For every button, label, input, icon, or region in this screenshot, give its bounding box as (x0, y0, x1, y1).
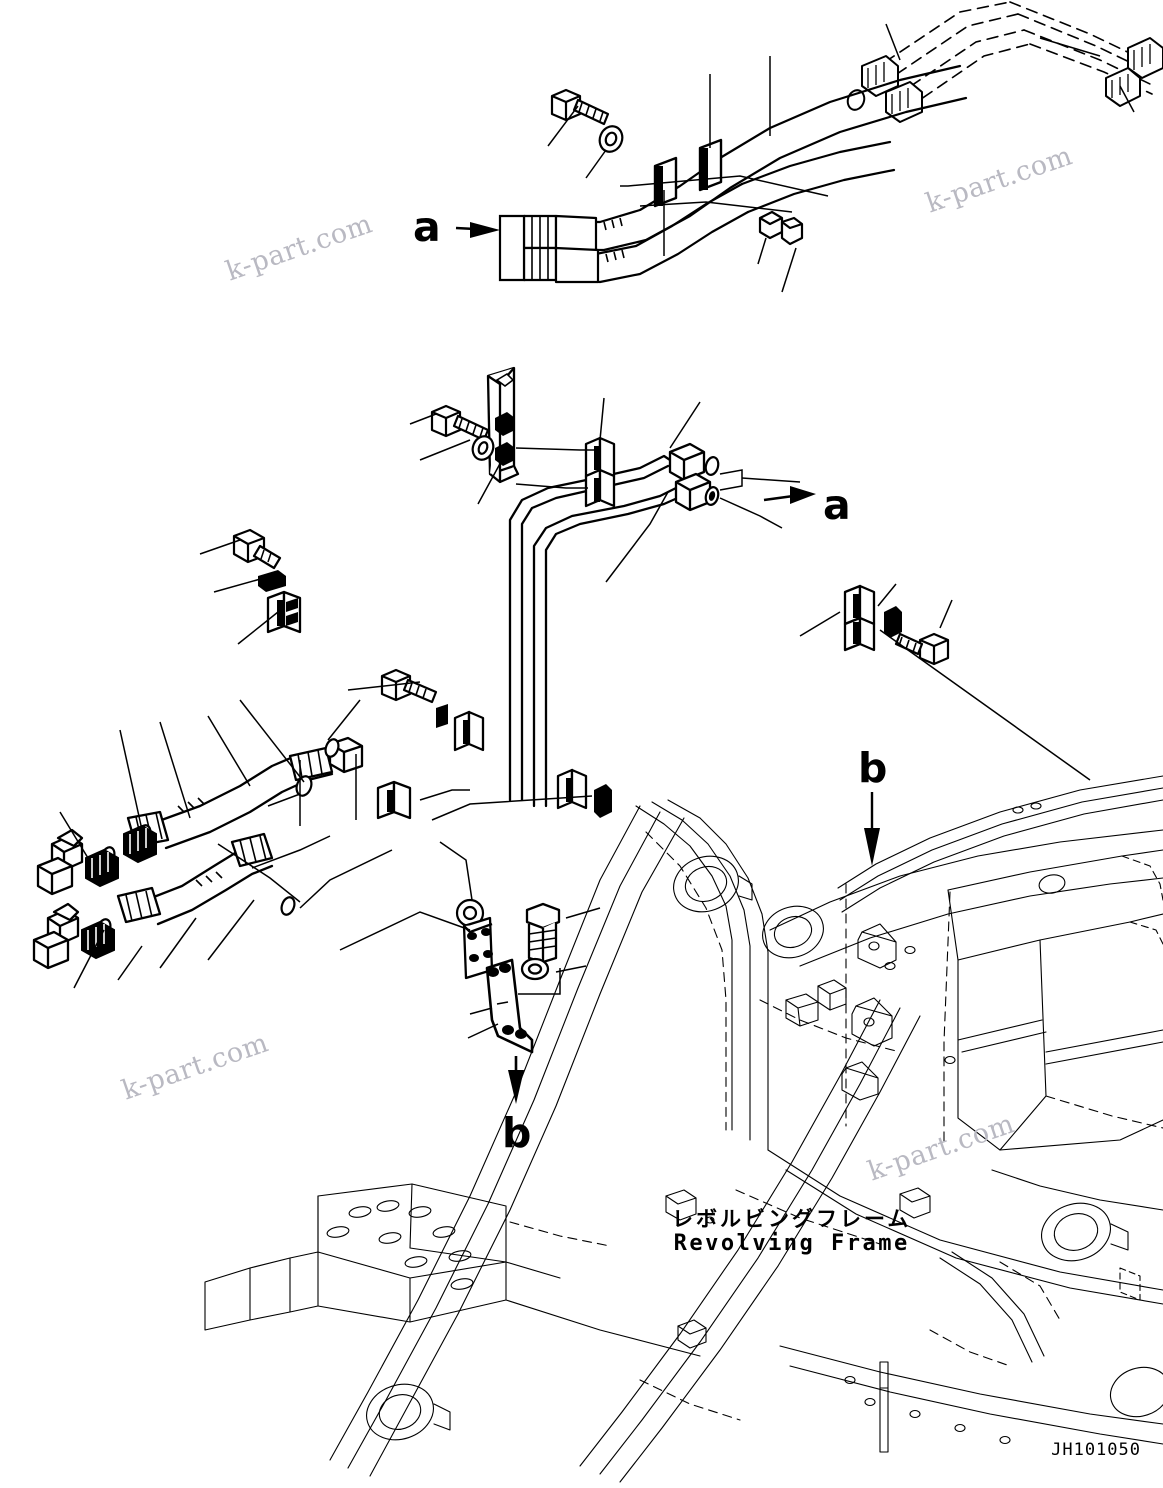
callout-label-b-left: b (502, 1109, 532, 1157)
drawing-number: JH101050 (1051, 1440, 1141, 1460)
frame-name-japanese: レボルビングフレーム (672, 1207, 912, 1231)
frame-name-english: Revolving Frame (673, 1230, 910, 1256)
callout-label-a-top: a (413, 203, 441, 251)
frame-name-label: レボルビングフレーム Revolving Frame (672, 1207, 912, 1256)
callout-arrow-a-mid (763, 486, 816, 504)
callout-arrow-a-top (455, 222, 500, 238)
callout-arrow-b-left (508, 1056, 524, 1104)
callout-arrow-b-right (864, 792, 880, 866)
callout-label-b-right: b (858, 744, 888, 792)
callout-label-a-mid: a (823, 481, 851, 529)
